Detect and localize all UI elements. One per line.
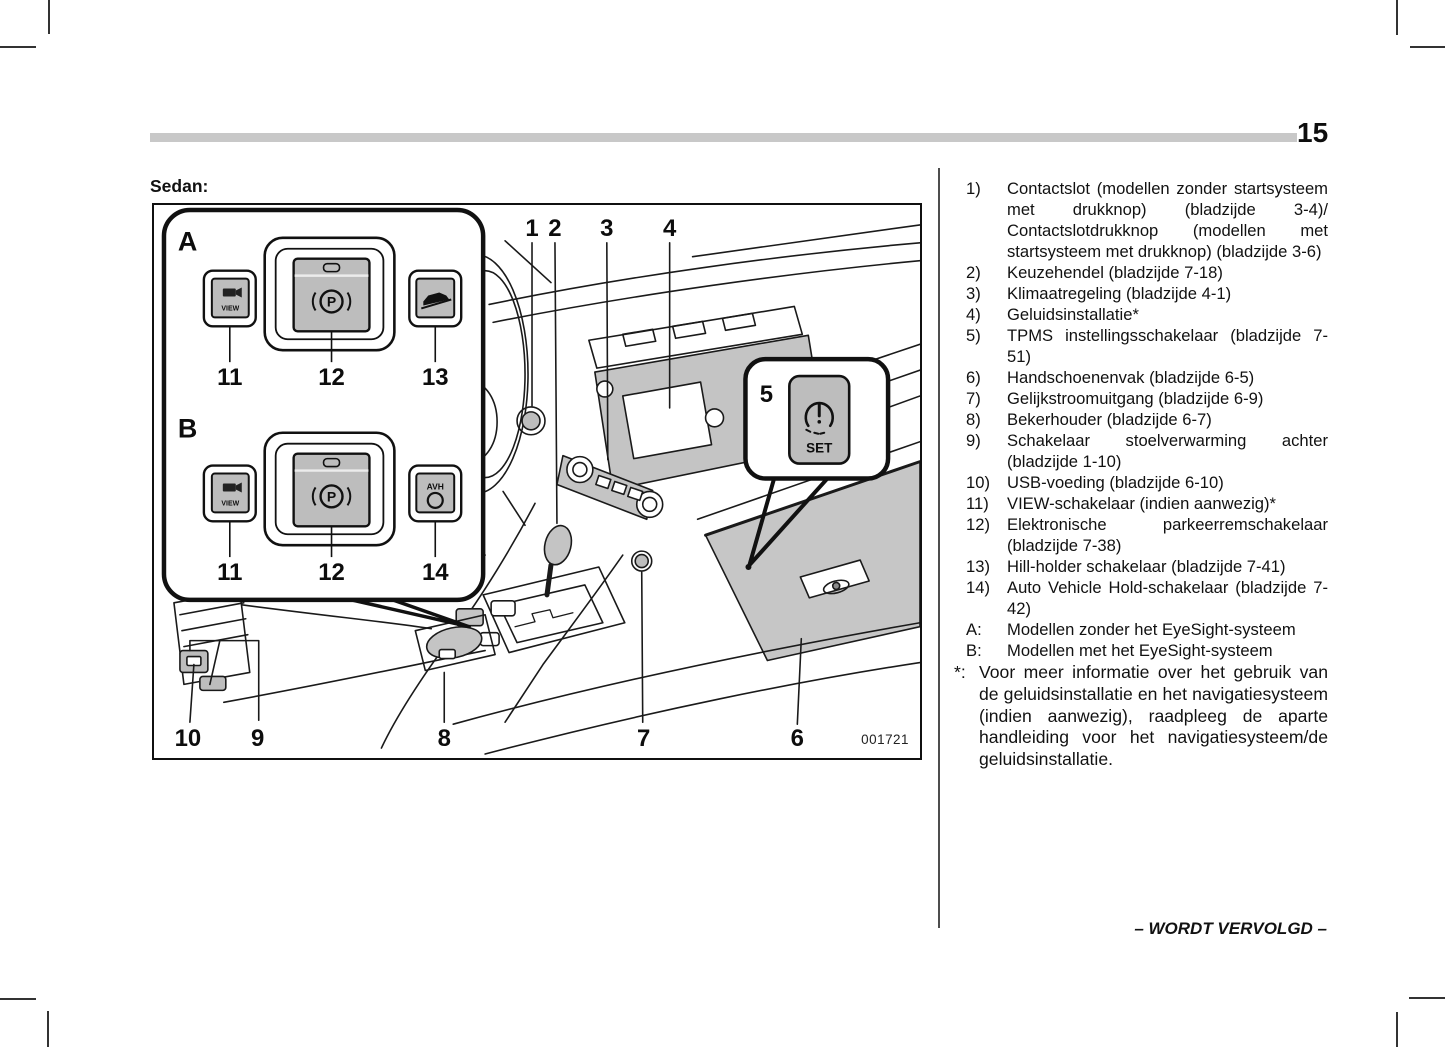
legend-item: 5)TPMS instellingsschakelaar (bladzijde …: [966, 326, 1328, 366]
crop-mark-top-right-v: [1396, 0, 1398, 35]
dashboard-illustration: A B VIEW: [161, 207, 920, 755]
legend-item: 7)Gelijkstroomuitgang (bladzijde 6-9): [966, 389, 1264, 408]
legend-footnote: *:Voor meer informatie over het gebruik …: [954, 662, 1328, 770]
legend-item: 13)Hill-holder schakelaar (bladzijde 7-4…: [966, 557, 1286, 576]
view-switch-b: VIEW: [202, 464, 257, 523]
svg-text:P: P: [327, 293, 336, 309]
avh-icon: AVH: [427, 481, 444, 491]
section-label: Sedan:: [150, 176, 209, 196]
legend-item: 4)Geluidsinstallatie*: [966, 305, 1139, 324]
callout-leader-lines: [189, 241, 803, 725]
legend-item: 1)Contactslot (modellen zonder startsyst…: [966, 179, 1328, 261]
legend-item: 2)Keuzehendel (bladzijde 7-18): [966, 263, 1223, 282]
parking-brake-switch-a: P: [263, 236, 396, 352]
view-switch-a: VIEW: [202, 269, 257, 328]
continuation-footer: – WORDT VERVOLGD –: [1134, 919, 1327, 938]
crop-mark-bottom-left-h: [0, 998, 36, 1000]
callout-4: 4: [663, 215, 677, 242]
callout-12a: 12: [318, 364, 345, 391]
avh-switch: AVH: [408, 464, 463, 523]
crop-mark-top-right-h: [1410, 46, 1445, 48]
crop-mark-bottom-right-h: [1409, 997, 1445, 999]
row-a-label: A: [178, 227, 197, 257]
hill-holder-switch: [408, 269, 463, 328]
inset-pointer: [329, 593, 471, 629]
callout-13: 13: [422, 364, 449, 391]
tpms-set-label: SET: [806, 441, 833, 456]
callout-3: 3: [600, 215, 613, 242]
callout-8: 8: [438, 725, 451, 752]
figure-code: 001721: [861, 732, 909, 747]
legend-item: 12)Elektronische parkeerremschakelaar (b…: [966, 515, 1328, 555]
callout-6: 6: [791, 725, 804, 752]
tpms-icon: [804, 401, 835, 435]
callout-10: 10: [175, 725, 202, 752]
legend-letter-a: A:Modellen zonder het EyeSight-systeem: [966, 620, 1296, 639]
car-on-hill-icon: [421, 292, 452, 310]
legend-item: 6)Handschoenenvak (bladzijde 6-5): [966, 368, 1255, 387]
svg-text:VIEW: VIEW: [221, 305, 239, 312]
callout-1: 1: [525, 215, 538, 242]
row-b-label: B: [178, 414, 197, 444]
svg-text:VIEW: VIEW: [221, 500, 239, 507]
header-rule: [150, 133, 1297, 142]
legend-item: 14)Auto Vehicle Hold-schakelaar (bladzij…: [966, 578, 1328, 618]
callout-11a: 11: [217, 364, 242, 391]
inset-leaders-a: [229, 326, 437, 363]
crop-mark-top-left-v: [48, 0, 50, 34]
legend-letter-b: B:Modellen met het EyeSight-systeem: [966, 641, 1273, 660]
callout-9: 9: [251, 725, 264, 752]
switch-inset-box: A B VIEW: [161, 207, 486, 603]
callout-2: 2: [548, 215, 561, 242]
legend-item: 11)VIEW-schakelaar (indien aanwezig)*: [966, 494, 1277, 513]
column-divider: [938, 168, 940, 928]
tpms-callout-balloon: 5 SET: [743, 356, 891, 571]
camera-icon: [222, 287, 242, 298]
dashboard-figure: A B VIEW: [152, 203, 922, 760]
parking-brake-icon: P: [311, 289, 352, 314]
callout-7: 7: [637, 725, 650, 752]
inset-leaders-b: [229, 521, 437, 558]
legend: 1)Contactslot (modellen zonder startsyst…: [954, 178, 1328, 771]
page-number: 15: [1297, 117, 1329, 148]
parking-brake-icon: P: [311, 484, 352, 509]
crop-mark-bottom-left-v: [47, 1011, 49, 1047]
callout-14: 14: [422, 559, 449, 586]
legend-item: 3)Klimaatregeling (bladzijde 4-1): [966, 284, 1232, 303]
callout-5: 5: [760, 381, 773, 408]
callout-12b: 12: [318, 559, 345, 586]
camera-icon: [222, 482, 242, 493]
svg-text:P: P: [327, 488, 336, 504]
legend-item: 10)USB-voeding (bladzijde 6-10): [966, 473, 1224, 492]
crop-mark-bottom-right-v: [1396, 1012, 1398, 1047]
crop-mark-top-left-h: [0, 46, 36, 48]
callout-11b: 11: [217, 559, 242, 586]
legend-item: 8)Bekerhouder (bladzijde 6-7): [966, 410, 1212, 429]
legend-item: 9)Schakelaar stoelverwarming achter (bla…: [966, 431, 1328, 471]
